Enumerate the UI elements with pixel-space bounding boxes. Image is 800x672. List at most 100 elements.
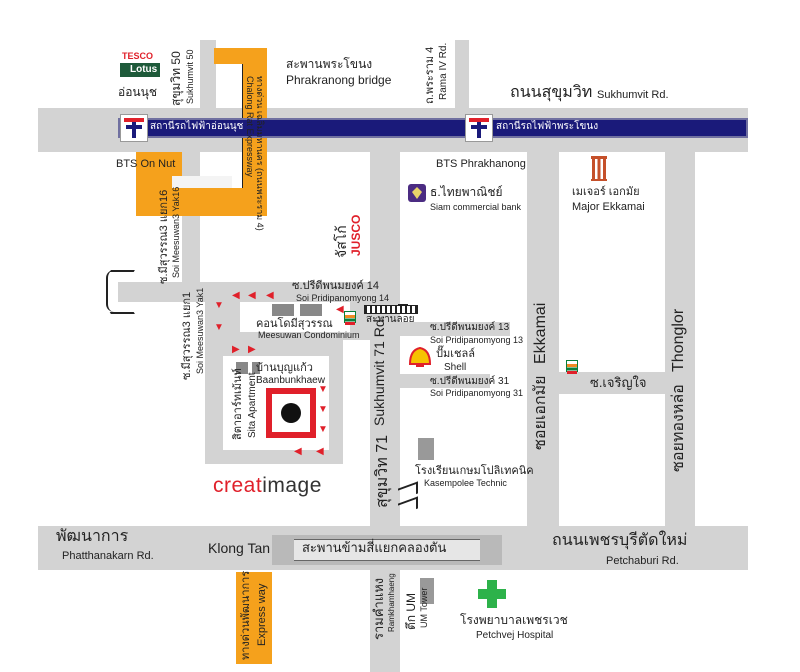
pridi13-en-label: Soi Pridipanomyong 13 <box>430 335 524 345</box>
ekkamai-en-label: Ekkamai <box>532 302 549 364</box>
soi16-th-label: ซ.มีสุวรรณ3 แยก16 <box>158 189 170 284</box>
seven-eleven-icon <box>344 311 356 325</box>
bracket-left-b <box>105 304 135 314</box>
baan-th-label: บ้านบุญแก้ว <box>256 362 313 374</box>
pridi14-en-label: Soi Pridipanomyong 14 <box>296 293 390 303</box>
sukhumvit71-en-label: Sukhumvit 71 Rd. <box>371 315 387 427</box>
phrakranong-bridge-th: สะพานพระโขนง <box>286 57 373 71</box>
bts-onnut-label: BTS On Nut <box>116 158 176 170</box>
major-ekkamai-icon <box>590 154 608 182</box>
target-building-icon <box>266 388 316 438</box>
road-charoenjai <box>559 372 665 394</box>
route-arrow-4: ▼ <box>214 300 224 311</box>
klongtan-flyover-deck <box>294 539 480 561</box>
expressway-phatthanakarn <box>236 572 272 664</box>
target-building-dot <box>281 403 301 423</box>
um-en-label: UM Tower <box>419 587 429 628</box>
bts-onnut-station-label: สถานีรถไฟฟ้าอ่อนนุช <box>150 121 244 132</box>
um-th-label: ตึก UM <box>404 592 418 630</box>
pridi13-th-label: ซ.ปรีดีพนมยงค์ 13 <box>430 322 510 333</box>
target-building-inner <box>272 394 310 432</box>
tesco-label: TESCO <box>122 51 154 61</box>
jusco-en-label: JUSCO <box>349 214 363 256</box>
bts-line <box>118 118 748 138</box>
charoenjai-label: ซ.เจริญใจ <box>590 375 647 390</box>
phrakranong-bridge-en: Phrakranong bridge <box>286 73 392 87</box>
shell-en-label: Shell <box>444 362 467 373</box>
route-arrow-6: ▶ <box>232 344 240 355</box>
road-pridi14 <box>118 282 386 302</box>
expressway-top <box>214 48 266 64</box>
jusco-th-label: จัสโก้ <box>333 225 349 258</box>
shell-icon <box>408 346 432 368</box>
major-th-label: เมเจอร์ เอกมัย <box>572 186 640 198</box>
scb-en-label: Siam commercial bank <box>430 202 522 212</box>
lotus-badge <box>120 63 160 77</box>
ekkamai-th-label: ซอยเอกมัย <box>532 375 549 450</box>
route-arrow-10: ▼ <box>318 424 328 435</box>
klongtan-flyover <box>272 535 502 565</box>
road-soi50 <box>200 40 216 108</box>
bts-onnut-logo <box>120 114 148 142</box>
pridi31-en-label: Soi Pridipanomyong 31 <box>430 388 524 398</box>
bts-phrakhanong-label: BTS Phrakhanong <box>436 158 526 170</box>
shell-th-label: ปั๊มเชลล์ <box>436 348 475 360</box>
road-soi16 <box>182 152 200 282</box>
expressway-th-label: ทางด่วน เฉลิมมหานคร (ถนนพระราม 4) <box>255 76 265 231</box>
condo-th-label: คอนโดมีสุวรรณ <box>256 318 333 330</box>
kasem-en-label: Kasempolee Technic <box>424 478 507 488</box>
soi1-th-label: ซ.มีสุวรรณ3 แยก1 <box>181 291 193 380</box>
sukhumvit-rd-th-label: ถนนสุขุมวิท <box>510 84 593 101</box>
sukhumvit50-th-label: สุขุมวิท 50 <box>169 51 183 106</box>
sukhumvit-rd-en-label: Sukhumvit Rd. <box>597 89 669 101</box>
baan-en-label: Baanbunkhaew <box>256 375 325 386</box>
road-end-left <box>106 270 118 312</box>
phatthanakarn-en-label: Phatthanakarn Rd. <box>62 550 154 562</box>
sukhumvit71-th-label: สุขุมวิท 71 <box>374 434 391 508</box>
condo-strip-inner <box>240 302 350 332</box>
phatthanakarn-th-label: พัฒนาการ <box>56 528 129 545</box>
petchaburi-en-label: Petchaburi Rd. <box>606 555 679 567</box>
route-arrow-13: ◀ <box>336 304 344 315</box>
baan-building-a <box>236 362 248 374</box>
thonglor-en-label: Thonglor <box>670 308 687 372</box>
road-ekkamai <box>527 152 559 527</box>
condo-building-b <box>300 304 322 316</box>
klongtan-label: Klong Tan <box>208 540 271 556</box>
route-arrow-8: ▼ <box>318 384 328 395</box>
kasem-building <box>418 438 434 460</box>
road-thonglor <box>665 152 695 527</box>
thonglor-th-label: ซอยทองหล่อ <box>670 384 687 472</box>
pridi31-th-label: ซ.ปรีดีพนมยงค์ 31 <box>430 376 510 387</box>
condo-building-a <box>272 304 294 316</box>
scb-icon <box>408 184 426 202</box>
soi16-en-label: Soi Meesuwan3 Yak16 <box>171 186 181 278</box>
tesco-lotus-logo: TESCO Lotus <box>120 51 160 82</box>
route-arrow-7: ▶ <box>248 344 256 355</box>
bts-phrakhanong-station-label: สถานีรถไฟฟ้าพระโขนง <box>496 121 599 132</box>
route-arrow-11: ◀ <box>316 446 324 457</box>
brand-image: image <box>262 474 322 497</box>
rama4-en-label: Rama IV Rd. <box>438 42 449 100</box>
klongtan-bridge-label: สะพานข้ามสี่แยกคลองตัน <box>302 540 447 555</box>
expressway-en-label: Chalong Rat Expressway <box>245 76 255 178</box>
petchvej-en-label: Petchvej Hospital <box>476 630 554 641</box>
condo-en-label: Meesuwan Condominium <box>258 330 360 340</box>
road-pridi13 <box>400 322 510 336</box>
brand-logo: creatimage <box>213 474 322 497</box>
bts-phrakhanong-logo <box>465 114 493 142</box>
petchaburi-th-label: ถนนเพชรบุรีตัดใหม่ <box>552 532 688 549</box>
soi1-en-label: Soi Meesuwan3 Yak1 <box>195 287 205 374</box>
route-arrow-9: ▼ <box>318 404 328 415</box>
sukhumvit50-en-label: Sukhumvit 50 <box>185 49 195 104</box>
route-arrow-5: ▼ <box>214 322 224 333</box>
rama4-th-label: ถ.พระราม 4 <box>424 46 436 104</box>
lotus-label: Lotus <box>130 64 158 75</box>
overpass-icon <box>364 305 418 314</box>
route-arrow-2: ◀ <box>248 290 256 301</box>
road-pridi31 <box>400 374 490 388</box>
ramkhamhaeng-th-label: รามคำแหง <box>371 577 386 640</box>
road-rama4 <box>455 40 469 108</box>
route-arrow-3: ◀ <box>266 290 274 301</box>
